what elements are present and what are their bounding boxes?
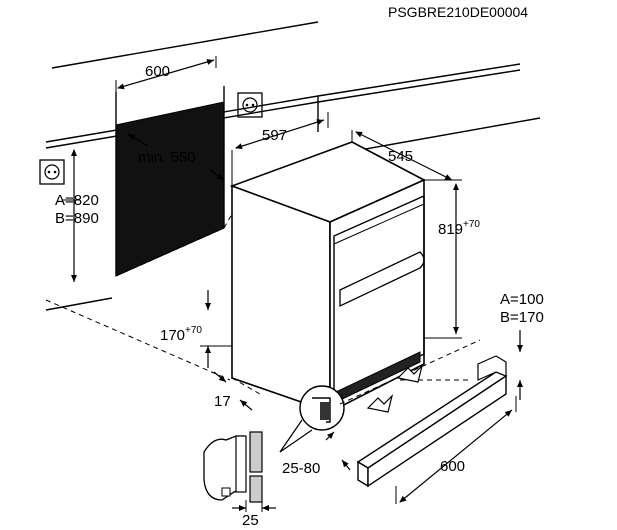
foot-height-label: 170+70 (160, 325, 202, 344)
appliance-height-label: 819+70 (438, 219, 480, 238)
niche-width-label: 600 (145, 63, 170, 80)
appliance (229, 141, 426, 414)
appliance-depth-label: 545 (388, 148, 413, 165)
detail-thickness-label: 25 (242, 512, 259, 529)
plinth-b-label: B=170 (500, 309, 544, 326)
mount-arrow-icon (396, 364, 424, 383)
mount-arrow-icon (366, 394, 394, 413)
niche-height-b-label: B=890 (55, 210, 99, 227)
appliance-width-label: 597 (262, 127, 287, 144)
document-code: PSGBRE210DE00004 (388, 4, 528, 20)
niche-depth-label: min. 550 (138, 149, 196, 166)
plinth-width-label: 600 (440, 458, 465, 475)
niche-height-a-label: A=820 (55, 192, 99, 209)
plinth-a-label: A=100 (500, 291, 544, 308)
detail-enlarged (203, 431, 276, 512)
foot-offset-label: 17 (214, 393, 231, 410)
plinth-gap-label: 25-80 (282, 460, 320, 477)
niche (45, 86, 233, 381)
socket-icon (237, 92, 263, 118)
socket-icon (39, 159, 65, 185)
